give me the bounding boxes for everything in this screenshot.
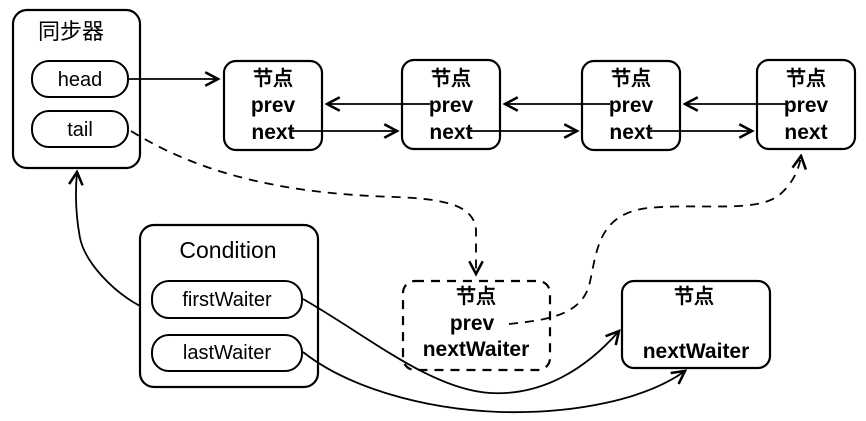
edge-firstwaiter-to-waiter-node — [302, 298, 619, 395]
node-1-prev-label: prev — [251, 94, 296, 117]
node-2-prev-label: prev — [429, 94, 474, 117]
synchronizer-title: 同步器 — [38, 19, 104, 44]
node-3-next-label: next — [609, 121, 652, 144]
edge-tail-to-transfer-node — [130, 130, 476, 274]
first-waiter-pill — [151, 280, 303, 319]
transfer-node-next-waiter-label: nextWaiter — [423, 338, 530, 361]
transfer-node-outline — [401, 279, 552, 372]
sync-queue-node-1: 节点 prev next — [222, 59, 324, 152]
node-4-next-label: next — [784, 121, 827, 144]
tail-pill — [31, 110, 129, 148]
waiter-node-title: 节点 — [674, 284, 714, 308]
node-2-title: 节点 — [431, 66, 471, 90]
waiter-node: 节点 nextWaiter — [620, 279, 772, 370]
transfer-node: 节点 prev nextWaiter — [401, 279, 552, 372]
tail-field: tail — [31, 110, 129, 148]
last-waiter-field: lastWaiter — [151, 334, 303, 372]
node-3-prev-label: prev — [609, 94, 654, 117]
waiter-node-outline — [620, 279, 772, 370]
edge-condition-to-synchronizer — [76, 172, 141, 307]
node-1-next-label: next — [251, 121, 294, 144]
node-4-title: 节点 — [786, 66, 826, 90]
condition-box: Condition firstWaiter lastWaiter — [138, 223, 320, 389]
node-4-prev-label: prev — [784, 94, 829, 117]
node-3-outline — [580, 59, 682, 152]
node-1-title: 节点 — [253, 66, 293, 90]
last-waiter-label: lastWaiter — [183, 342, 272, 364]
edge-lastwaiter-to-waiter-node — [302, 351, 685, 414]
node-3-title: 节点 — [611, 66, 651, 90]
first-waiter-field: firstWaiter — [151, 280, 303, 319]
last-waiter-pill — [151, 334, 303, 372]
head-label: head — [58, 69, 103, 91]
node-2-next-label: next — [429, 121, 472, 144]
sync-queue-node-3: 节点 prev next — [580, 59, 682, 152]
edges — [76, 79, 801, 414]
edge-transfer-prev-to-node4 — [508, 156, 801, 325]
transfer-node-prev-label: prev — [450, 312, 495, 335]
first-waiter-label: firstWaiter — [182, 289, 272, 311]
waiter-node-next-waiter-label: nextWaiter — [643, 340, 750, 363]
tail-label: tail — [67, 119, 93, 141]
transfer-node-title: 节点 — [456, 284, 496, 308]
head-field: head — [31, 60, 129, 98]
condition-title: Condition — [179, 237, 276, 263]
node-1-outline — [222, 59, 324, 152]
synchronizer-box: 同步器 head tail — [11, 8, 142, 170]
